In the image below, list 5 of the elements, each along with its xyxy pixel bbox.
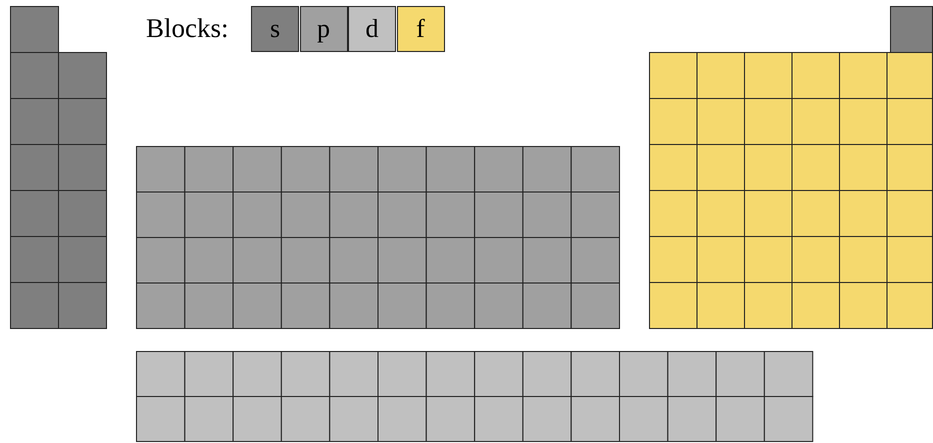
legend-title: Blocks: [146, 12, 229, 44]
legend-swatch: p [300, 6, 348, 52]
legend-swatch: s [251, 6, 299, 52]
legend-swatch: d [348, 6, 396, 52]
legend-swatch: f [396, 6, 444, 52]
